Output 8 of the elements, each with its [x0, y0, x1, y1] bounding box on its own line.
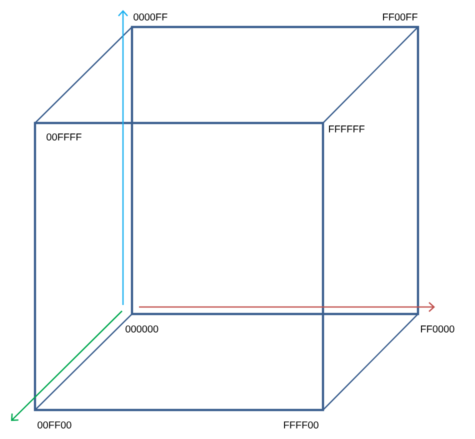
corner-label: 0000FF [134, 13, 168, 21]
corner-label: 00FF00 [38, 421, 72, 429]
corner-label: 000000 [126, 325, 158, 333]
corner-label: FFFFFF [329, 126, 364, 132]
corner-label: FF0000 [421, 325, 454, 333]
corner-label: FF00FF [383, 13, 418, 21]
corner-label: 00FFFF [46, 133, 82, 141]
corner-label: FFFF00 [284, 421, 318, 429]
